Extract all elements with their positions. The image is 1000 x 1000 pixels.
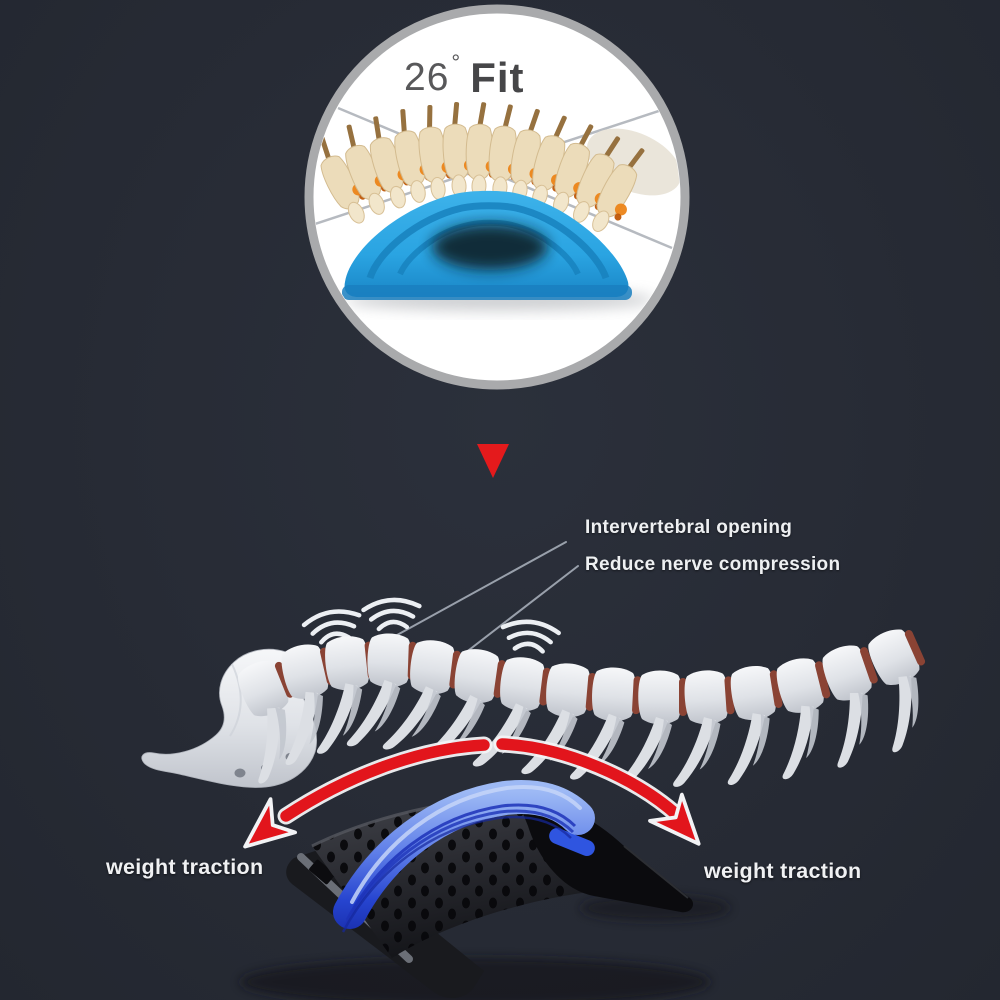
spine-illustration bbox=[141, 621, 955, 788]
callout-intervertebral-opening: Intervertebral opening bbox=[585, 517, 793, 538]
inset-angle-caption: 26 ° Fit bbox=[404, 52, 604, 114]
callout-labels: Intervertebral opening Reduce nerve comp… bbox=[585, 509, 905, 583]
angle-value: 26 bbox=[404, 56, 450, 99]
curved-arrow-left-icon bbox=[230, 736, 493, 865]
stretcher-pad-illustration bbox=[342, 190, 655, 311]
weight-traction-label-right: weight traction bbox=[704, 859, 862, 883]
weight-traction-label-left: weight traction bbox=[106, 855, 264, 879]
pad-pressure-shadow bbox=[432, 224, 548, 270]
degree-symbol: ° bbox=[451, 50, 461, 75]
curved-arrow-right-icon bbox=[493, 735, 717, 860]
device-blue-patch bbox=[549, 828, 595, 856]
back-stretcher-device bbox=[240, 787, 730, 1000]
detail-inset-circle bbox=[304, 4, 690, 390]
red-triangle-pointer-icon bbox=[477, 444, 509, 478]
callout-reduce-nerve-compression: Reduce nerve compression bbox=[585, 554, 841, 575]
fit-label: Fit bbox=[470, 54, 525, 101]
